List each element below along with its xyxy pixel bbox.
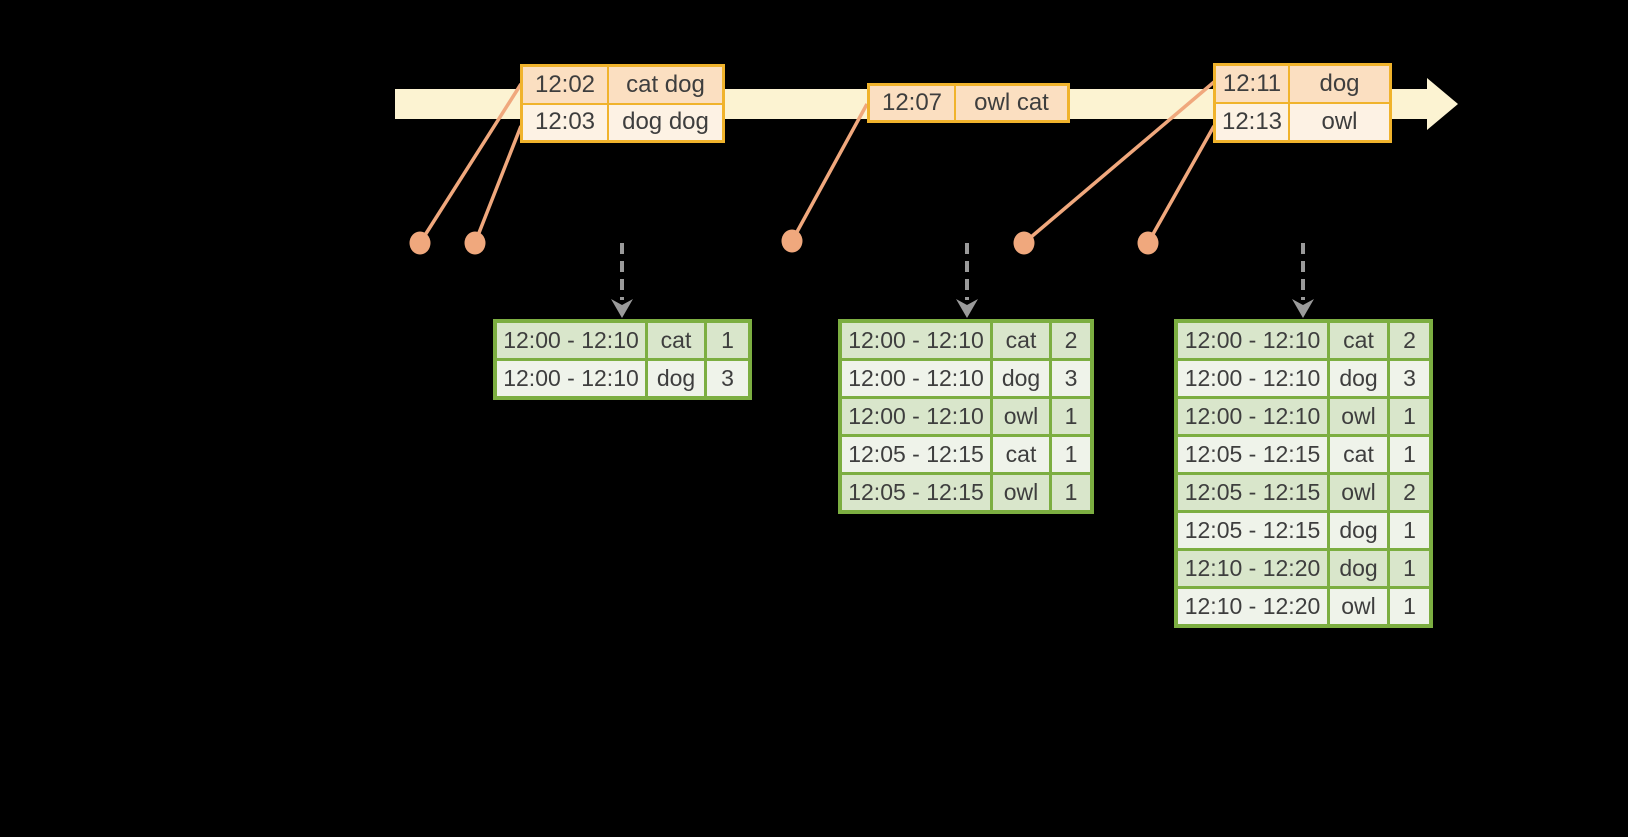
word-cell: cat: [993, 437, 1049, 472]
window-cell: 12:05 - 12:15: [1178, 437, 1327, 472]
word-cell: owl: [1330, 589, 1387, 624]
word-cell: dog: [1330, 551, 1387, 586]
word-cell: cat: [1330, 323, 1387, 358]
word-cell: dog: [1330, 361, 1387, 396]
trigger-arrow-icon: [956, 243, 978, 318]
event-row: 12:11 dog: [1216, 66, 1389, 102]
count-cell: 2: [1390, 323, 1429, 358]
event-time-dot: [781, 229, 803, 253]
event-time: 12:02: [523, 67, 607, 103]
event-connector-line: [473, 125, 523, 244]
window-cell: 12:05 - 12:15: [1178, 475, 1327, 510]
window-cell: 12:00 - 12:10: [1178, 323, 1327, 358]
word-cell: owl: [993, 399, 1049, 434]
trigger-arrowhead-icon: [611, 299, 633, 318]
count-cell: 3: [1390, 361, 1429, 396]
word-cell: cat: [648, 323, 704, 358]
timeline-arrowhead-icon: [1427, 78, 1458, 130]
window-cell: 12:10 - 12:20: [1178, 589, 1327, 624]
window-cell: 12:00 - 12:10: [842, 323, 990, 358]
event-connector-line: [1022, 80, 1216, 245]
word-cell: dog: [1330, 513, 1387, 548]
window-cell: 12:00 - 12:10: [1178, 399, 1327, 434]
trigger-arrowhead-icon: [956, 299, 978, 318]
count-cell: 2: [1052, 323, 1090, 358]
window-cell: 12:00 - 12:10: [842, 399, 990, 434]
event-time: 12:03: [523, 104, 607, 140]
word-cell: dog: [648, 361, 704, 396]
event-time: 12:13: [1216, 104, 1288, 140]
event-time: 12:07: [870, 86, 954, 120]
window-cell: 12:05 - 12:15: [842, 475, 990, 510]
word-cell: cat: [993, 323, 1049, 358]
event-words: dog: [1290, 66, 1389, 102]
result-table-3: 12:00 - 12:10 cat 2 12:00 - 12:10 dog 3 …: [1174, 319, 1433, 628]
count-cell: 1: [1390, 513, 1429, 548]
event-time-dot: [1013, 231, 1035, 255]
count-cell: 3: [707, 361, 748, 396]
count-cell: 2: [1390, 475, 1429, 510]
word-cell: dog: [993, 361, 1049, 396]
event-time-dot: [409, 231, 431, 255]
event-box-1: 12:02 cat dog 12:03 dog dog: [520, 64, 725, 143]
count-cell: 1: [1390, 551, 1429, 586]
event-words: owl cat: [956, 86, 1067, 120]
count-cell: 3: [1052, 361, 1090, 396]
window-cell: 12:05 - 12:15: [1178, 513, 1327, 548]
count-cell: 1: [707, 323, 748, 358]
count-cell: 1: [1052, 475, 1090, 510]
word-cell: owl: [1330, 475, 1387, 510]
trigger-arrow-icon: [1292, 243, 1314, 318]
trigger-arrowhead-icon: [1292, 299, 1314, 318]
event-words: dog dog: [609, 104, 722, 140]
window-cell: 12:10 - 12:20: [1178, 551, 1327, 586]
event-words: cat dog: [609, 67, 722, 103]
trigger-arrow-icon: [611, 243, 633, 318]
word-cell: owl: [1330, 399, 1387, 434]
event-box-3: 12:11 dog 12:13 owl: [1213, 63, 1392, 143]
event-connector-line: [1146, 125, 1216, 244]
event-time-dot: [1137, 231, 1159, 255]
word-cell: cat: [1330, 437, 1387, 472]
event-connector-line: [790, 103, 869, 242]
count-cell: 1: [1052, 437, 1090, 472]
event-time: 12:11: [1216, 66, 1288, 102]
count-cell: 1: [1390, 589, 1429, 624]
result-table-1: 12:00 - 12:10 cat 1 12:00 - 12:10 dog 3: [493, 319, 752, 400]
window-cell: 12:00 - 12:10: [497, 361, 645, 396]
event-row: 12:03 dog dog: [523, 104, 722, 140]
event-row: 12:02 cat dog: [523, 67, 722, 103]
window-cell: 12:00 - 12:10: [842, 361, 990, 396]
window-cell: 12:05 - 12:15: [842, 437, 990, 472]
event-connector-line: [418, 83, 523, 244]
count-cell: 1: [1390, 437, 1429, 472]
result-table-2: 12:00 - 12:10 cat 2 12:00 - 12:10 dog 3 …: [838, 319, 1094, 514]
window-cell: 12:00 - 12:10: [497, 323, 645, 358]
count-cell: 1: [1390, 399, 1429, 434]
event-row: 12:13 owl: [1216, 104, 1389, 140]
word-cell: owl: [993, 475, 1049, 510]
event-box-2: 12:07 owl cat: [867, 83, 1070, 123]
window-cell: 12:00 - 12:10: [1178, 361, 1327, 396]
count-cell: 1: [1052, 399, 1090, 434]
event-words: owl: [1290, 104, 1389, 140]
event-row: 12:07 owl cat: [870, 86, 1067, 120]
event-time-dot: [464, 231, 486, 255]
